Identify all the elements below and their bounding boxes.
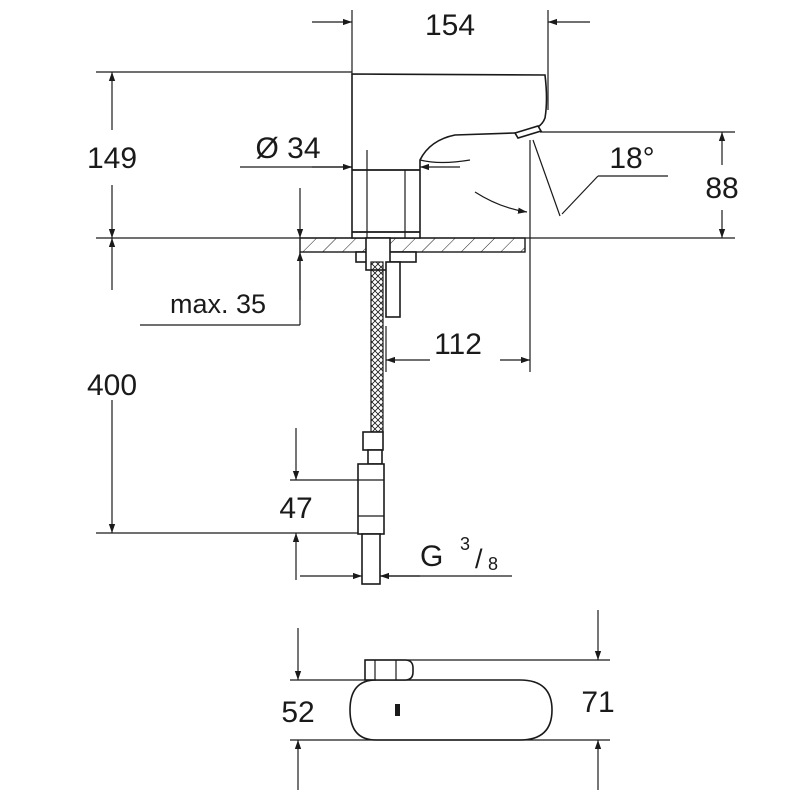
dim-label-400: 400 (87, 369, 137, 402)
faucet-top-outline (349, 659, 553, 741)
thread-slash: / (475, 544, 483, 574)
dim-label-thread-den: 8 (488, 554, 498, 574)
dim-top-52: 52 (281, 628, 315, 790)
dim-height-149: 149 (87, 72, 137, 238)
dim-label-149: 149 (87, 142, 137, 175)
faucet-body (351, 73, 548, 239)
countertop (96, 237, 735, 253)
dim-label-max35: max. 35 (170, 289, 266, 319)
dim-thread-g38: G 3 / 8 (300, 534, 512, 580)
aerator (513, 125, 543, 139)
dim-diameter-34: Ø 34 (255, 132, 460, 238)
dim-label-47: 47 (279, 492, 312, 525)
dim-max-35: max. 35 (170, 188, 304, 319)
dim-height-88: 88 (705, 132, 739, 238)
dim-label-d34: Ø 34 (255, 132, 320, 165)
dim-reach-112: 112 (385, 326, 530, 372)
dim-top-71: 71 (581, 610, 615, 790)
dim-fitting-47: 47 (279, 428, 313, 580)
dim-label-thread-g: G (420, 540, 443, 573)
water-jet (419, 139, 561, 372)
top-view: 52 71 (281, 610, 615, 790)
dim-label-88: 88 (705, 172, 738, 205)
dim-angle-18: 18° (474, 142, 668, 215)
dim-label-52: 52 (281, 696, 314, 729)
dim-label-18deg: 18° (609, 142, 654, 175)
dim-label-154: 154 (425, 9, 475, 42)
dim-label-thread-num: 3 (460, 534, 470, 554)
dim-hose-400: 400 (87, 238, 137, 533)
dim-width-154: 154 (312, 9, 590, 42)
dim-label-112: 112 (434, 328, 482, 361)
hose-fitting (357, 463, 385, 585)
flex-hose (362, 261, 384, 465)
dim-label-71: 71 (581, 686, 614, 719)
side-view: 154 149 Ø 34 18° 88 (87, 9, 739, 585)
